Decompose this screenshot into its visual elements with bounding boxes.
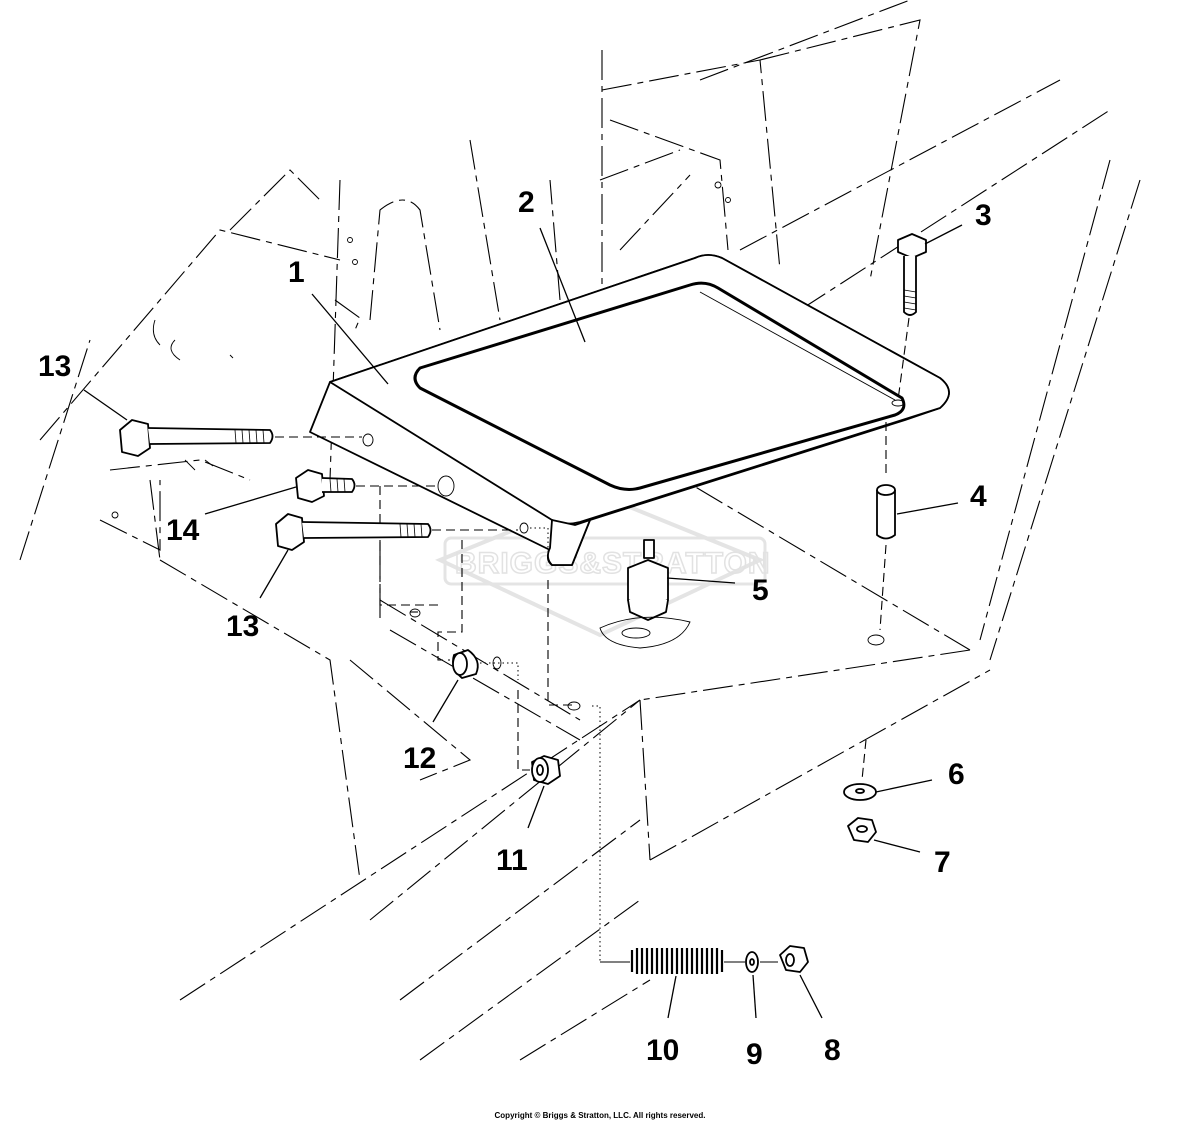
callout-1: 1 — [288, 256, 305, 289]
leader-4 — [896, 502, 959, 515]
hex-nut-part-8 — [779, 945, 809, 973]
briggs-stratton-logo-watermark: BRIGGS&STRATTON — [435, 492, 771, 638]
callout-11: 11 — [496, 844, 528, 877]
callout-2: 2 — [518, 186, 535, 219]
leader-lines — [83, 224, 963, 1019]
leader-2 — [539, 227, 586, 343]
callout-4: 4 — [970, 480, 987, 513]
hex-nut-part-7 — [847, 817, 877, 843]
frame-ghost-lines — [19, 0, 1141, 1061]
leader-10 — [667, 975, 677, 1019]
hex-bolt-part-3 — [891, 233, 927, 407]
flat-washer-part-6 — [843, 739, 877, 801]
leader-1 — [311, 293, 389, 385]
leader-13b — [259, 549, 289, 599]
seat-switch-part-5 — [599, 539, 691, 649]
seat-panel-part-2 — [413, 281, 906, 491]
callout-12: 12 — [403, 742, 436, 775]
callout-13-lower: 13 — [226, 610, 259, 643]
leader-6 — [875, 779, 933, 793]
leader-5 — [666, 577, 736, 584]
leader-12 — [432, 679, 459, 723]
spring-assembly — [592, 705, 809, 974]
leader-13a — [83, 389, 128, 421]
callout-7: 7 — [934, 846, 951, 879]
callout-9: 9 — [746, 1038, 763, 1071]
callout-8: 8 — [824, 1034, 841, 1067]
callout-10: 10 — [646, 1034, 679, 1067]
bushing-part-12 — [409, 580, 581, 711]
callout-labels: 1 2 3 4 5 6 7 8 9 10 11 12 13 13 14 — [38, 186, 992, 1071]
short-hex-bolt-part-14 — [295, 469, 455, 606]
leader-3 — [924, 224, 963, 245]
watermark-text: BRIGGS&STRATTON — [455, 547, 771, 580]
seat-mount-plate-part-1 — [309, 254, 950, 566]
leader-14 — [204, 486, 297, 515]
leader-8 — [799, 974, 823, 1019]
long-hex-bolt-part-13-lower — [275, 513, 549, 661]
callout-14: 14 — [166, 514, 200, 547]
spacer-part-4 — [867, 422, 896, 646]
callout-13-upper: 13 — [38, 350, 71, 383]
compression-spring-part-10 — [630, 948, 724, 974]
leader-9 — [752, 974, 757, 1019]
flange-nut-part-11 — [517, 690, 561, 785]
washer-part-9 — [745, 951, 759, 973]
callout-3: 3 — [975, 199, 992, 232]
leader-7 — [873, 839, 921, 853]
callout-6: 6 — [948, 758, 965, 791]
long-hex-bolt-part-13-upper — [119, 419, 374, 457]
copyright-notice: Copyright © Briggs & Stratton, LLC. All … — [495, 1111, 706, 1120]
leader-11 — [527, 785, 545, 829]
callout-5: 5 — [752, 574, 769, 607]
